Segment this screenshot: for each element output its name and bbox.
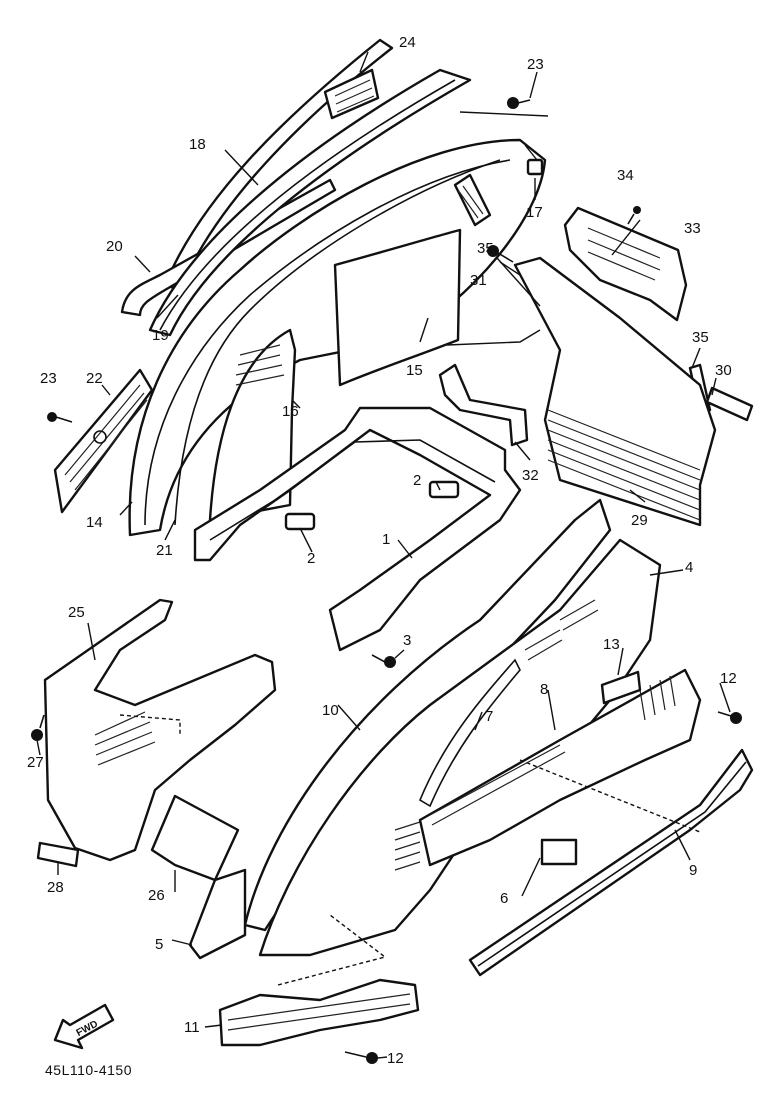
callout-34: 34: [617, 167, 634, 184]
callout-23-left: 23: [40, 370, 57, 387]
callout-18: 18: [189, 136, 206, 153]
callout-27: 27: [27, 754, 44, 771]
callout-7: 7: [485, 708, 493, 725]
callout-12-right: 12: [720, 670, 737, 687]
callout-28: 28: [47, 879, 64, 896]
callout-3: 3: [403, 632, 411, 649]
callout-4: 4: [685, 559, 693, 576]
callout-9: 9: [689, 862, 697, 879]
callout-20: 20: [106, 238, 123, 255]
callout-14: 14: [86, 514, 103, 531]
part-1-tray[interactable]: [193, 406, 522, 652]
part-3-screw[interactable]: [371, 654, 396, 668]
part-23-screw-top[interactable]: [507, 97, 531, 109]
part-22-reflector[interactable]: [53, 368, 154, 514]
part-11-lower-trim[interactable]: [218, 978, 420, 1047]
callout-21: 21: [156, 542, 173, 559]
callout-17: 17: [526, 204, 543, 221]
part-28-badge[interactable]: [36, 841, 80, 868]
part-33-cover[interactable]: [563, 206, 688, 322]
part-26-cover-plate[interactable]: [150, 794, 240, 882]
fwd-arrow-icon: FWD: [53, 1003, 115, 1050]
callout-31: 31: [470, 272, 487, 289]
callout-30: 30: [715, 362, 732, 379]
callout-13: 13: [603, 636, 620, 653]
callout-11: 11: [184, 1019, 200, 1036]
callout-2-upper: 2: [413, 472, 421, 489]
callout-1: 1: [382, 531, 390, 548]
leader-lines: [36, 51, 731, 1059]
callout-labels: 24 23 18 20 17 34 33 35 31 19 35 15 30 2…: [27, 34, 737, 1067]
callout-2-lower: 2: [307, 550, 315, 567]
part-13-emblem[interactable]: [600, 670, 642, 705]
part-27-screw[interactable]: [31, 714, 45, 741]
part-17-nut[interactable]: [526, 158, 544, 176]
part-23-screw-left[interactable]: [47, 412, 73, 423]
callout-26: 26: [148, 887, 165, 904]
callout-24: 24: [399, 34, 416, 51]
callout-15: 15: [406, 362, 423, 379]
callout-6: 6: [500, 890, 508, 907]
part-7-molding[interactable]: [418, 658, 521, 808]
callout-8: 8: [540, 681, 548, 698]
part-16-inner-panel[interactable]: [208, 328, 297, 522]
part-15-gasket[interactable]: [333, 228, 462, 387]
callout-35-right: 35: [692, 329, 709, 346]
part-29-carrier[interactable]: [513, 256, 717, 527]
part-8-side-panel[interactable]: [418, 668, 702, 867]
callout-5: 5: [155, 936, 163, 953]
drawing-code: 45L110-4150: [45, 1062, 132, 1078]
callout-23-top: 23: [527, 56, 544, 73]
callout-33: 33: [684, 220, 701, 237]
callout-25: 25: [68, 604, 85, 621]
callout-12-bottom: 12: [387, 1050, 404, 1067]
callout-10: 10: [322, 702, 339, 719]
part-31-screw[interactable]: [487, 245, 514, 263]
part-24-bracket[interactable]: [323, 68, 380, 120]
part-9-rail[interactable]: [468, 748, 754, 977]
part-25-rear-cover[interactable]: [43, 598, 277, 862]
part-34-screw[interactable]: [627, 206, 641, 225]
part-30-strip[interactable]: [705, 386, 754, 422]
part-5-end-cover[interactable]: [188, 868, 247, 960]
part-12-screw-right[interactable]: [717, 711, 742, 724]
part-19-frame[interactable]: [148, 68, 472, 337]
callout-35-upper: 35: [477, 240, 494, 257]
part-21-seal[interactable]: [174, 159, 501, 526]
part-6-pad[interactable]: [540, 838, 578, 866]
callout-16: 16: [282, 403, 299, 420]
callout-22: 22: [86, 370, 103, 387]
part-12-screw-bottom[interactable]: [344, 1051, 378, 1064]
callout-29: 29: [631, 512, 648, 529]
part-2-pad-b[interactable]: [284, 512, 316, 531]
part-32-bracket[interactable]: [438, 363, 529, 447]
callout-32: 32: [522, 467, 539, 484]
callout-19: 19: [152, 327, 169, 344]
part-2-pad-a[interactable]: [428, 480, 460, 499]
